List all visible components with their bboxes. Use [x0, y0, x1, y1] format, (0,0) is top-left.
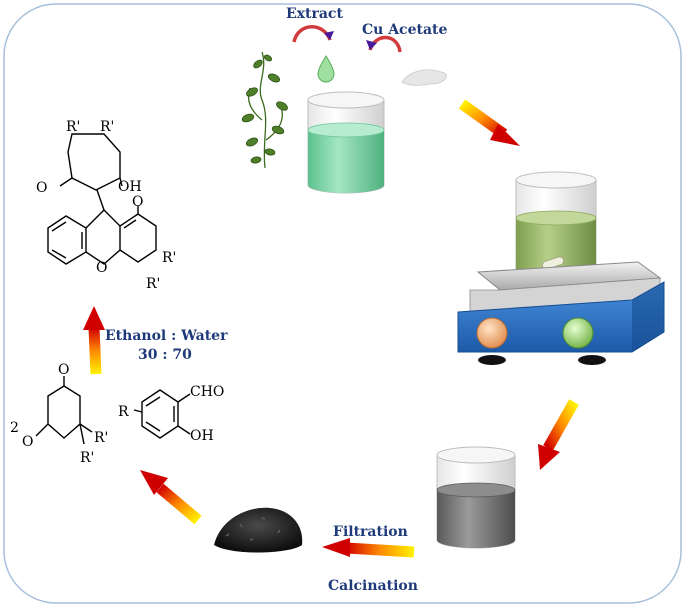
aldehyde-structure: [133, 389, 191, 439]
svg-text:R': R': [80, 450, 94, 466]
svg-text:O: O: [22, 434, 33, 450]
svg-text:O: O: [132, 194, 143, 210]
beaker-extract: [307, 91, 385, 194]
svg-text:O: O: [36, 180, 47, 196]
dione-structure: [35, 376, 93, 445]
step-arrow-2: [538, 399, 579, 470]
svg-text:CHO: CHO: [190, 384, 224, 400]
solvent-ratio-label: Ethanol : Water: [105, 328, 228, 344]
svg-text:R': R': [100, 119, 114, 135]
svg-text:R': R': [94, 430, 108, 446]
catalyst-powder: [214, 507, 303, 553]
calcination-label: Calcination: [328, 578, 418, 594]
svg-text:R': R': [162, 250, 176, 266]
svg-text:OH: OH: [190, 428, 214, 444]
stirrer-knob-orange: [476, 317, 508, 349]
solvent-ratio-value: 30 : 70: [138, 347, 192, 363]
svg-text:R': R': [146, 276, 160, 292]
plant-illustration: [241, 51, 288, 169]
svg-text:OH: OH: [118, 179, 142, 195]
extract-drop-icon: [317, 55, 335, 83]
product-structure: [47, 133, 157, 265]
cu-acetate-powder: [401, 69, 447, 86]
beaker-product: [436, 446, 516, 549]
magnetic-stirrer: [457, 261, 665, 365]
svg-text:O: O: [58, 362, 69, 378]
svg-text:R': R': [66, 119, 80, 135]
stirrer-knob-green: [562, 317, 594, 349]
dione-labels: 2 O O R' R': [10, 362, 108, 466]
svg-text:O: O: [96, 260, 107, 276]
aldehyde-labels: R CHO OH: [118, 384, 224, 444]
cu-acetate-label: Cu Acetate: [362, 22, 448, 38]
product-labels: R' R' O OH O O R' R': [36, 119, 176, 292]
filtration-label: Filtration: [333, 524, 408, 540]
beaker-reaction: [515, 171, 597, 281]
step-arrow-5: [83, 306, 105, 375]
step-arrow-4: [140, 470, 202, 525]
extract-label: Extract: [286, 6, 343, 22]
step-arrow-1: [458, 99, 520, 146]
step-arrow-3: [322, 538, 415, 558]
svg-text:R: R: [118, 404, 129, 420]
svg-text:2: 2: [10, 420, 19, 436]
